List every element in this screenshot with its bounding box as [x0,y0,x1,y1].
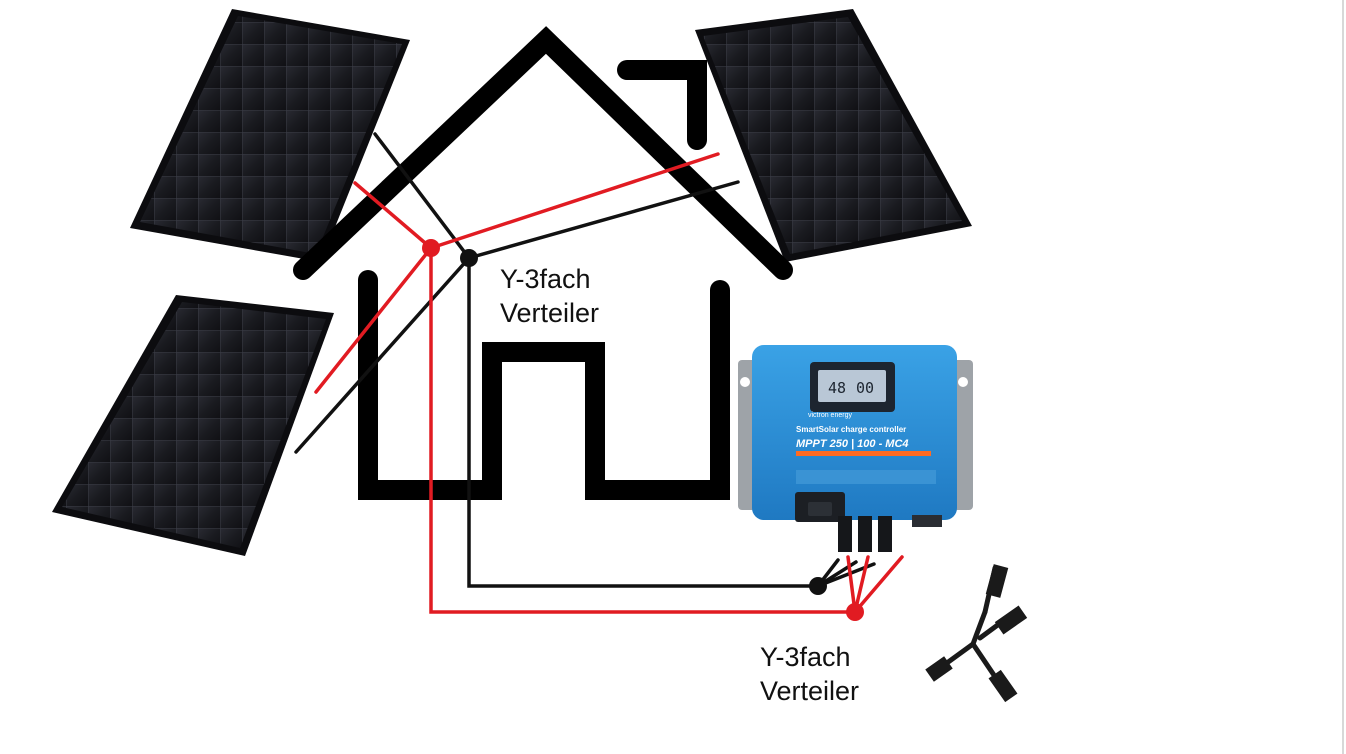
chimney [617,60,707,150]
positive-junction-bottom [846,603,864,621]
controller-series: SmartSolar charge controller [796,425,906,434]
bottom-splitter-label: Y-3fach Verteiler [760,640,859,708]
junction-nodes [422,239,864,621]
walls-with-door [358,270,730,500]
charge-controller: 48 00 victron energy SmartSolar charge c… [738,345,973,552]
bottom-splitter-label-line-1: Y-3fach [760,642,851,672]
controller-brand: victron energy [808,412,852,419]
top-splitter-label: Y-3fach Verteiler [500,262,599,330]
display-value-right: 00 [856,379,874,397]
bottom-splitter-label-line-2: Verteiler [760,676,860,706]
top-splitter-label-line-1: Y-3fach [500,264,591,294]
frame-border [1342,0,1344,754]
top-splitter-label-line-2: Verteiler [500,298,600,328]
positive-junction-top [422,239,440,257]
display-value-left: 48 [828,379,846,397]
solar-panel-top-right [695,9,972,262]
solar-panel-top-left [130,9,410,262]
negative-wires [294,132,876,588]
negative-junction-top [460,249,478,267]
solar-panel-bottom-left [52,295,334,556]
mc4-y-splitter-icon [925,564,1028,703]
negative-junction-bottom [809,577,827,595]
controller-model: MPPT 250 | 100 - MC4 [796,438,909,450]
positive-wires [314,152,904,614]
